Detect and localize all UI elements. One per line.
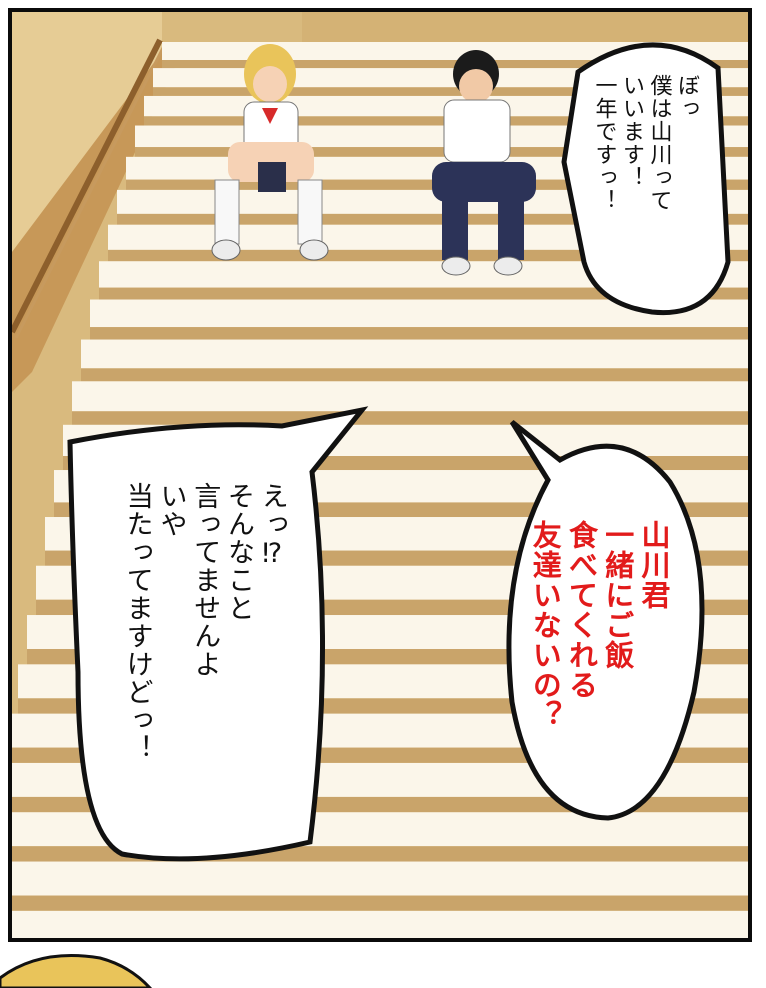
speech-line: 食べてくれる <box>564 520 599 700</box>
stair-tread <box>81 339 748 369</box>
speech-line: いいます！ <box>619 74 644 189</box>
speech-line: 当たってますけどっ！ <box>121 482 153 762</box>
speech-text-question: 山川君 一緒にご飯 食べてくれる 友達いないの？ <box>527 520 672 730</box>
stair-riser <box>90 327 748 340</box>
stair-tread <box>12 861 748 896</box>
next-panel-edge <box>0 948 766 988</box>
speech-line: 言ってませんよ <box>189 482 221 678</box>
blonde-hair <box>0 954 153 988</box>
speech-line: 友達いないの？ <box>528 520 563 730</box>
speech-line: 僕は山川って <box>646 74 672 212</box>
girl-character <box>211 44 329 261</box>
speech-bubble-protest-shape <box>67 406 369 862</box>
stair-riser <box>108 249 748 262</box>
stair-tread <box>12 910 748 938</box>
next-panel-art <box>0 954 153 988</box>
handrail <box>12 38 163 334</box>
landing-wall <box>302 12 748 42</box>
speech-bubble-yamakawa-shape <box>561 42 731 316</box>
speech-line: 山川君 <box>637 520 671 610</box>
stair-riser <box>81 368 748 382</box>
speech-bubble-question-shape <box>506 420 705 821</box>
speech-text-yamakawa: ぼっ 僕は山川って いいます！ 一年ですっ！ <box>590 74 700 212</box>
stair-tread <box>72 381 748 412</box>
stair-riser <box>135 147 748 157</box>
speech-line: えっ⁉ <box>256 482 288 570</box>
staircase-scene <box>12 12 748 938</box>
speech-line: そんなこと <box>223 482 254 622</box>
stair-riser <box>117 213 748 225</box>
boy-character <box>432 50 536 276</box>
speech-line: いや <box>155 482 187 538</box>
stair-riser <box>12 895 748 911</box>
speech-line: ぼっ <box>674 74 699 120</box>
manga-panel: ぼっ 僕は山川って いいます！ 一年ですっ！ 山川君 一緒にご飯 食べてくれる … <box>8 8 752 942</box>
speech-text-protest: えっ⁉ そんなこと 言ってませんよ いや 当たってますけどっ！ <box>120 482 289 762</box>
stair-riser <box>153 87 748 96</box>
handrail-highlight <box>14 45 166 339</box>
upper-wall <box>12 12 162 252</box>
speech-line: 一緒にご飯 <box>600 520 635 670</box>
stair-riser <box>162 60 748 69</box>
speech-line: 一年ですっ！ <box>591 74 617 212</box>
stair-riser <box>72 411 748 425</box>
stair-riser <box>99 287 748 300</box>
